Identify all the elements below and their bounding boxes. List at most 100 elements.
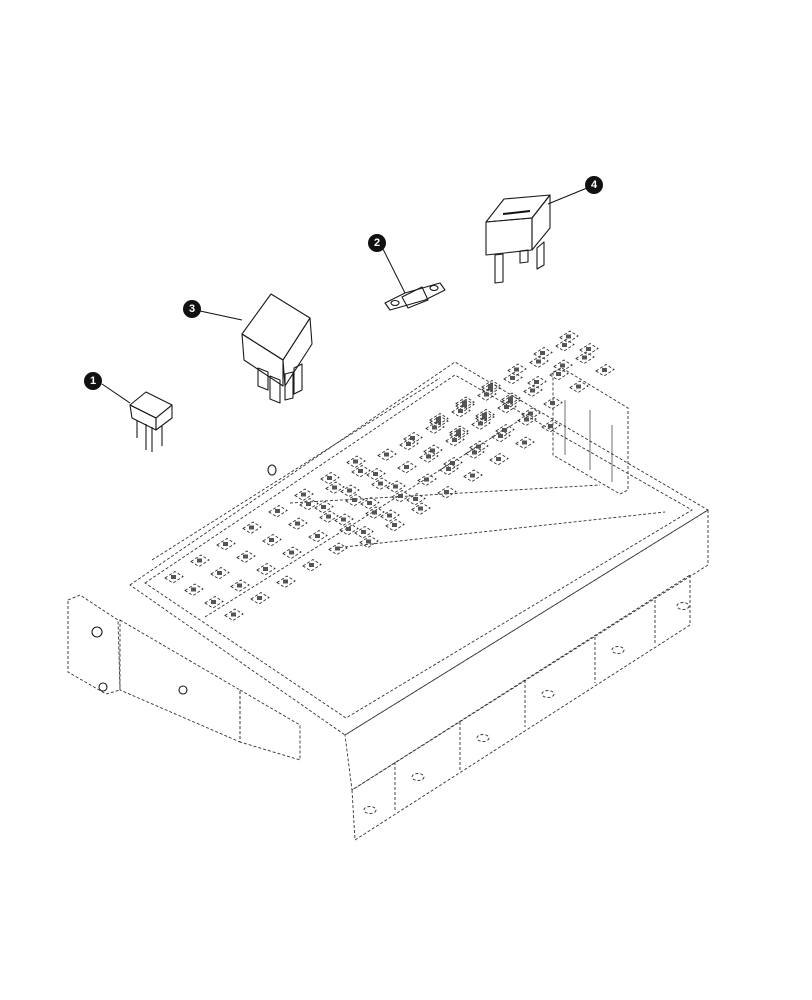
cavity-terminal bbox=[562, 343, 567, 347]
cavity-terminal bbox=[223, 542, 228, 546]
cavity-socket bbox=[439, 462, 459, 476]
cavity-socket bbox=[575, 351, 595, 365]
cavity-socket bbox=[541, 419, 561, 433]
cavity-terminal bbox=[352, 498, 357, 502]
cavity-terminal bbox=[301, 492, 306, 497]
cavity-socket bbox=[346, 455, 366, 469]
cavity-terminal bbox=[197, 558, 202, 563]
cavity-terminal bbox=[488, 384, 493, 388]
cavity-socket bbox=[360, 496, 380, 510]
cavity-terminal bbox=[472, 450, 477, 455]
cavity-socket bbox=[533, 346, 553, 360]
cavity-terminal bbox=[582, 355, 587, 360]
cavity-socket bbox=[216, 537, 236, 551]
cavity-terminal bbox=[550, 401, 555, 405]
cavity-socket bbox=[527, 375, 547, 389]
cavity-terminal bbox=[410, 436, 415, 440]
cavity-terminal bbox=[510, 376, 515, 380]
cavity-terminal bbox=[534, 380, 539, 384]
cavity-socket bbox=[308, 529, 328, 543]
cavity-socket bbox=[411, 502, 431, 516]
cavity-socket bbox=[549, 367, 569, 381]
cavity-socket bbox=[328, 542, 348, 556]
cavity-terminal bbox=[488, 386, 493, 391]
cavity-terminal bbox=[372, 510, 377, 515]
cavity-socket bbox=[164, 570, 184, 584]
cavity-socket bbox=[386, 480, 406, 494]
cavity-terminal bbox=[306, 502, 311, 506]
cavity-terminal bbox=[548, 424, 553, 428]
cavity-socket bbox=[455, 396, 475, 410]
cavity-terminal bbox=[456, 432, 461, 436]
cavity-terminal bbox=[275, 509, 280, 513]
cavity-terminal bbox=[217, 571, 222, 575]
callout-1-label: 1 bbox=[90, 375, 96, 387]
cavity-socket bbox=[299, 497, 319, 511]
cavity-socket bbox=[397, 460, 417, 474]
cavity-terminal bbox=[326, 514, 331, 519]
cavity-socket bbox=[406, 492, 426, 506]
cavity-socket bbox=[319, 510, 339, 524]
cavity-socket bbox=[463, 469, 483, 483]
cavity-terminal bbox=[335, 546, 340, 551]
cavity-socket bbox=[465, 446, 485, 460]
cavity-terminal bbox=[424, 477, 429, 482]
cavity-terminal bbox=[436, 419, 441, 424]
cavity-socket bbox=[489, 452, 509, 466]
cavity-terminal bbox=[243, 554, 248, 559]
cavity-socket bbox=[451, 404, 471, 418]
cavity-socket bbox=[242, 521, 262, 535]
cavity-socket bbox=[262, 533, 282, 547]
cavity-terminal bbox=[392, 523, 397, 527]
cavity-terminal bbox=[249, 525, 254, 530]
cavity-terminal bbox=[346, 527, 351, 531]
cavity-terminal bbox=[522, 440, 527, 445]
cavity-terminal bbox=[384, 452, 389, 457]
cavity-terminal bbox=[498, 434, 503, 438]
cavity-terminal bbox=[257, 596, 262, 600]
cavity-terminal bbox=[482, 413, 487, 417]
cavity-socket bbox=[419, 450, 439, 464]
cavity-terminal bbox=[560, 363, 565, 368]
maxi-fuse bbox=[485, 194, 551, 284]
cavity-socket bbox=[437, 485, 457, 499]
cavity-terminal bbox=[231, 612, 236, 617]
cavity-terminal bbox=[430, 448, 435, 453]
cavity-socket bbox=[256, 562, 276, 576]
cavity-terminal bbox=[528, 411, 533, 416]
cavity-terminal bbox=[514, 367, 519, 372]
cavity-socket bbox=[380, 509, 400, 523]
cavity-terminal bbox=[462, 403, 467, 407]
callout-4-label: 4 bbox=[591, 179, 598, 191]
cavity-socket bbox=[190, 554, 210, 568]
cavity-socket bbox=[288, 517, 308, 531]
cavity-terminal bbox=[450, 461, 455, 465]
cavity-socket bbox=[481, 379, 501, 393]
callout-1: 1 bbox=[84, 372, 131, 404]
cavity-terminal bbox=[504, 405, 509, 409]
cavity-socket bbox=[507, 363, 527, 377]
cavity-terminal bbox=[524, 417, 529, 422]
cavity-terminal bbox=[321, 505, 326, 509]
cavity-socket bbox=[210, 566, 230, 580]
cavity-terminal bbox=[398, 494, 403, 498]
cavity-terminal bbox=[484, 392, 489, 397]
cavity-socket bbox=[477, 388, 497, 402]
cavity-socket bbox=[449, 425, 469, 439]
cavity-socket bbox=[569, 380, 589, 394]
cavity-terminal bbox=[211, 600, 216, 604]
cavity-terminal bbox=[476, 444, 481, 449]
cavity-terminal bbox=[462, 400, 467, 405]
cavity-terminal bbox=[508, 399, 513, 403]
cavity-socket bbox=[579, 342, 599, 356]
cavity-socket bbox=[559, 330, 579, 344]
cavity-terminal bbox=[171, 575, 176, 579]
cavity-terminal bbox=[502, 428, 507, 432]
cavity-terminal bbox=[332, 485, 337, 490]
cavity-terminal bbox=[508, 396, 513, 401]
mini-relay bbox=[241, 293, 313, 404]
cavity-socket bbox=[351, 464, 371, 478]
cavity-socket bbox=[314, 500, 334, 514]
cavity-terminal bbox=[602, 368, 607, 372]
cavity-terminal bbox=[470, 473, 475, 478]
